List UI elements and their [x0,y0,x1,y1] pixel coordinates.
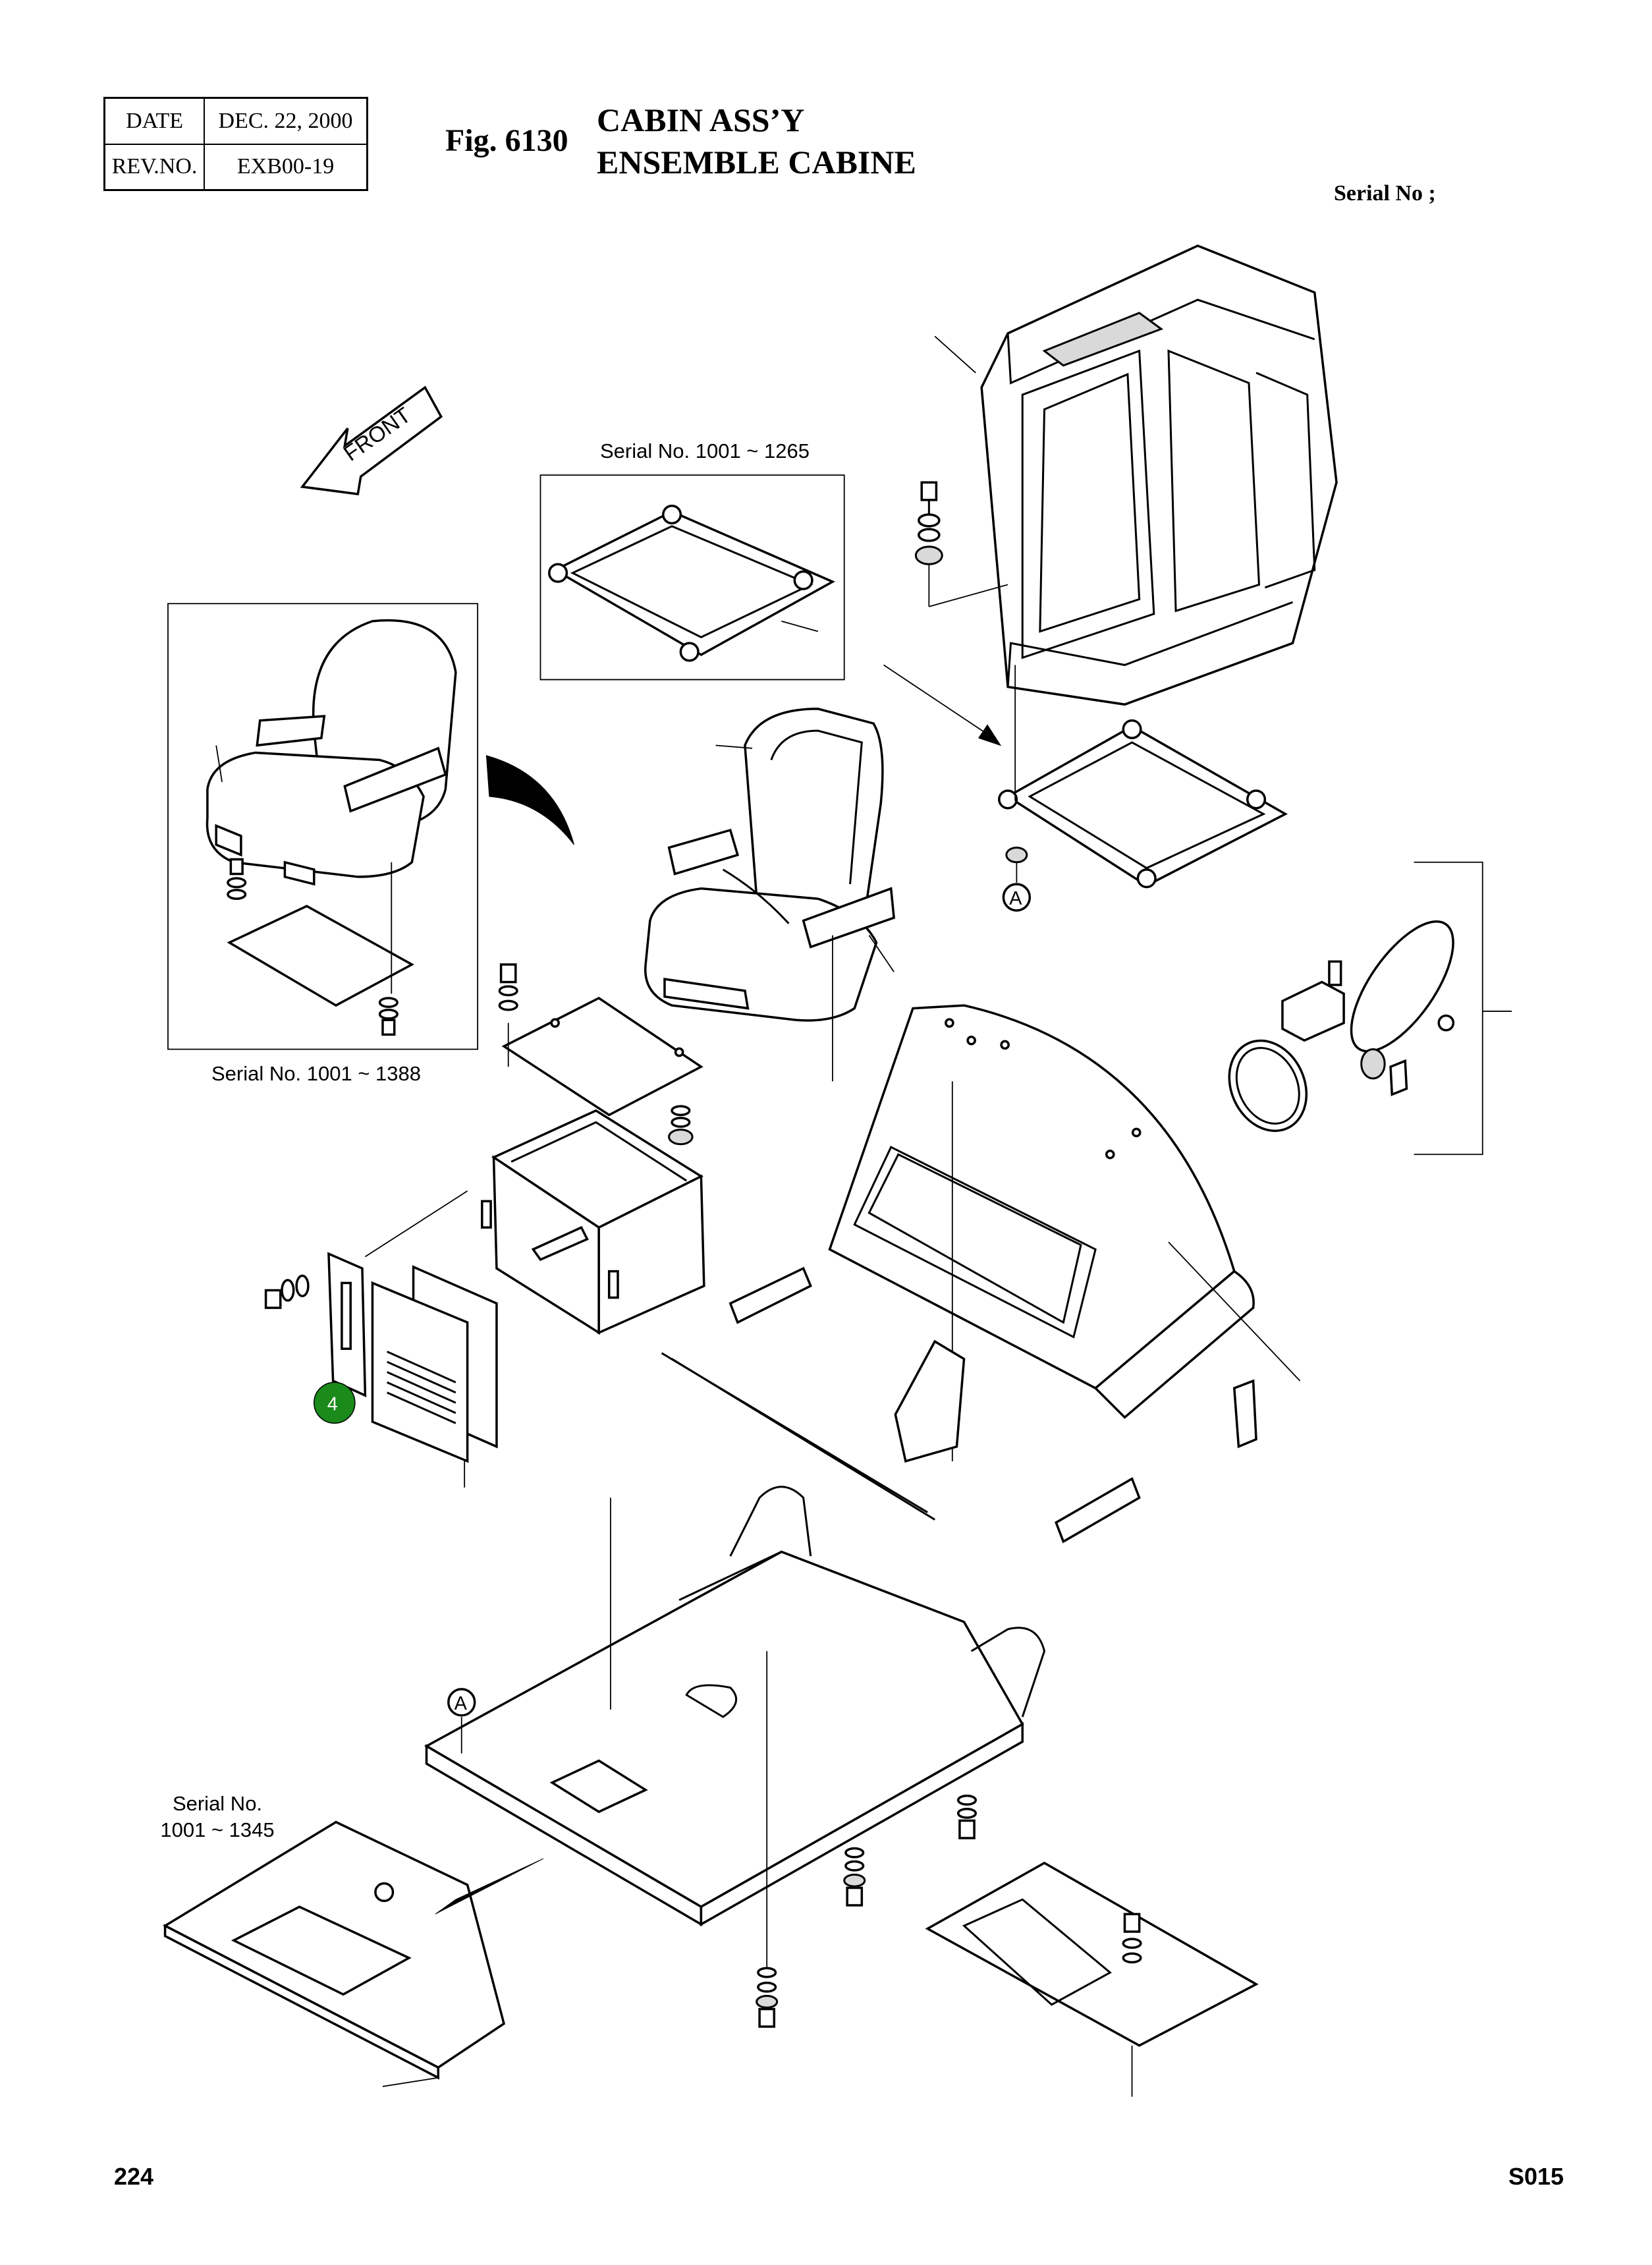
header-table: DATE DEC. 22, 2000 REV.NO. EXB00-19 [103,97,368,191]
page-number: 224 [114,2163,154,2190]
date-value: DEC. 22, 2000 [204,97,368,145]
serial-label-1265: Serial No. 1001 ~ 1265 [600,439,810,462]
floor-bolts [757,1796,976,2027]
cabin-base-frame: A [884,665,1286,910]
swap-curved-arrow [486,756,574,845]
ref-a-bottom: A [454,1693,468,1714]
front-direction-arrow: FRONT [302,387,441,494]
lower-right-cover [927,1863,1256,2097]
cabin-shell [935,246,1336,704]
seat-plate [499,936,833,1144]
rev-label: REV.NO. [103,143,206,191]
floor-plate-1345 [165,1822,504,2086]
cabin-floor-plate: A [427,1487,1045,1972]
serial-label-1388: Serial No. 1001 ~ 1388 [211,1062,421,1085]
serial-label-1345-line2: 1001 ~ 1345 [160,1818,275,1841]
date-label: DATE [103,97,206,145]
page-code: S015 [1508,2163,1564,2190]
inset-frame-1265 [540,475,844,679]
figure-title: CABIN ASS’Y ENSEMBLE CABINE [597,99,916,183]
serial-label-1345-line1: Serial No. [172,1792,263,1815]
cabin-mount-bolts [916,482,1008,606]
figure-title-line1: CABIN ASS’Y [597,101,805,138]
callout-4-text: 4 [327,1393,338,1414]
mounting-brackets [662,1268,1257,1542]
operator-seat [646,709,894,1021]
rev-value: EXB00-19 [204,143,368,191]
figure-number: Fig. 6130 [445,123,568,158]
serial-label-1345: Serial No. 1001 ~ 1345 [138,1791,296,1843]
serial-label: Serial No ; [1334,181,1436,206]
bracket-group [1282,862,1512,1155]
figure-title-line2: ENSEMBLE CABINE [597,144,916,181]
ref-a-top: A [1009,888,1022,909]
gasket-ring-inner [1225,1038,1311,1134]
gasket-ring [1215,1028,1321,1143]
seat-stand [482,1111,704,1333]
inset-seat-1388 [168,603,478,1049]
side-cover-panels [266,1191,497,1488]
rear-console [830,1005,1300,1461]
swap-arrow-bottom [435,1859,543,1914]
callout-4: 4 [314,1382,355,1423]
